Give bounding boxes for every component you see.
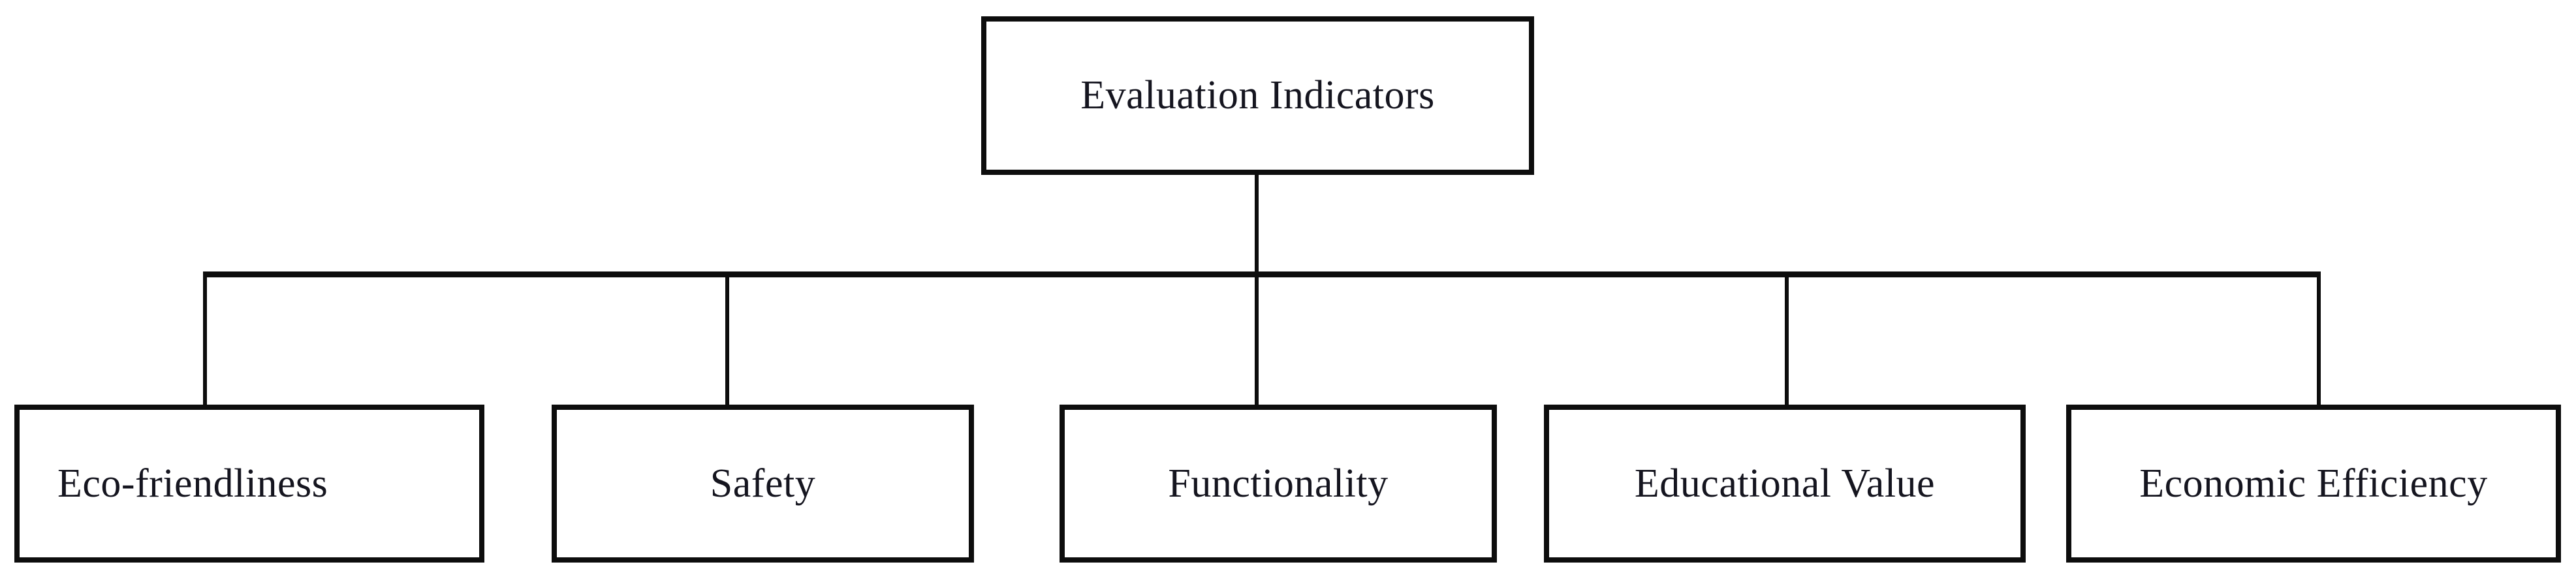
node-label-economic-efficiency: Economic Efficiency bbox=[2139, 461, 2488, 506]
node-eco-friendliness: Eco-friendliness bbox=[14, 405, 484, 563]
node-label-functionality: Functionality bbox=[1168, 461, 1389, 506]
connector-drop-economic bbox=[2317, 277, 2321, 405]
connector-stem-center bbox=[1255, 175, 1259, 405]
node-educational-value: Educational Value bbox=[1544, 405, 2026, 563]
node-safety: Safety bbox=[552, 405, 974, 563]
connector-drop-safety bbox=[725, 277, 729, 405]
node-economic-efficiency: Economic Efficiency bbox=[2066, 405, 2561, 563]
node-functionality: Functionality bbox=[1060, 405, 1497, 563]
connector-horizontal bbox=[203, 271, 2321, 277]
node-label-evaluation-indicators: Evaluation Indicators bbox=[1080, 73, 1435, 117]
node-label-educational-value: Educational Value bbox=[1634, 461, 1936, 506]
connector-drop-eco bbox=[203, 277, 207, 405]
connector-drop-educational bbox=[1785, 277, 1789, 405]
node-evaluation-indicators: Evaluation Indicators bbox=[981, 16, 1534, 175]
node-label-eco-friendliness: Eco-friendliness bbox=[57, 461, 328, 506]
node-label-safety: Safety bbox=[710, 461, 816, 506]
